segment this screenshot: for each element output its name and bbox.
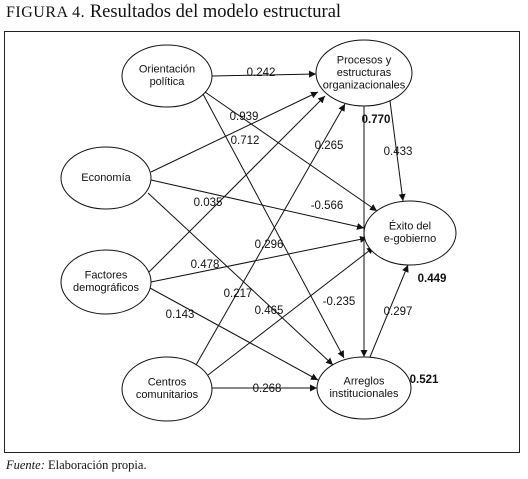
node-economia-ellipse <box>60 146 152 210</box>
coef-orientacion-to-exito: 0.265 <box>315 140 344 152</box>
coef-orientacion-to-procesos: 0.242 <box>247 67 276 79</box>
node-factores-label: Factores <box>85 270 128 282</box>
node-economia: Economía <box>60 146 152 210</box>
node-economia-label: Economía <box>81 172 131 184</box>
node-exito-label: e-gobierno <box>384 233 437 245</box>
arrow-factores-to-exito <box>150 235 368 283</box>
figure-number: FIGURA 4. <box>6 4 86 21</box>
node-factores-label: demográficos <box>73 282 140 294</box>
arrow-factores-to-arreglos <box>149 287 319 381</box>
coef-procesos-to-arreglos: -0.235 <box>323 296 356 308</box>
r2-arreglos: 0.521 <box>410 374 439 386</box>
coef-procesos-to-exito: 0.433 <box>384 146 413 158</box>
arrow-orientacion-to-arreglos <box>202 93 345 359</box>
coef-economia-to-arreglos: 0.296 <box>255 239 284 251</box>
coef-economia-to-procesos: 0.939 <box>230 111 259 123</box>
coef-factores-to-procesos: 0.035 <box>194 197 223 209</box>
path-coefficients: 0.242 0.265 0.712 0.939 -0.566 0.296 0.035 0.47… <box>166 67 413 395</box>
node-exito-label: Éxito del <box>389 220 431 233</box>
arrow-economia-to-exito <box>150 179 365 230</box>
node-exito-ellipse <box>363 200 457 266</box>
source-label: Fuente: <box>6 458 45 472</box>
coef-centros-to-exito: 0.465 <box>255 305 284 317</box>
node-orientacion-ellipse <box>121 44 213 108</box>
arrow-procesos-to-exito <box>389 100 406 202</box>
arrow-centros-to-procesos <box>195 103 346 366</box>
node-factores-ellipse <box>60 249 152 315</box>
source-note: Fuente: Elaboración propia. <box>6 458 147 473</box>
node-procesos-ellipse <box>315 39 413 107</box>
diagram-frame <box>4 31 520 453</box>
node-arreglos-label: Arreglos <box>344 376 385 388</box>
coef-economia-to-exito: -0.566 <box>311 200 344 212</box>
coef-arreglos-to-exito: 0.297 <box>384 306 413 318</box>
arrow-economia-to-arreglos <box>147 192 334 366</box>
coef-factores-to-exito: 0.478 <box>191 259 220 271</box>
arrow-economia-to-procesos <box>150 91 319 173</box>
coef-factores-to-arreglos: 0.143 <box>166 309 195 321</box>
r2-exito: 0.449 <box>418 273 447 285</box>
node-procesos-label: estructuras <box>337 67 392 79</box>
node-arreglos-ellipse <box>316 356 412 420</box>
figure-title: FIGURA 4. Resultados del modelo estructu… <box>6 2 341 23</box>
node-centros-label: comunitarios <box>136 389 199 401</box>
arrow-arreglos-to-exito <box>369 264 409 358</box>
arrow-orientacion-to-exito <box>204 91 378 212</box>
node-arreglos-label: institucionales <box>329 388 399 400</box>
node-centros-label: Centros <box>148 377 187 389</box>
arrow-orientacion-to-procesos <box>211 70 317 78</box>
node-orientacion-label: Orientación <box>139 64 195 76</box>
coef-orientacion-to-arreglos: 0.712 <box>231 135 260 147</box>
figure-title-text: Resultados del modelo estructural <box>89 2 342 22</box>
arrow-factores-to-procesos <box>148 95 326 273</box>
node-procesos-label: Procesos y <box>337 54 392 66</box>
path-diagram: OrientaciónpolíticaEconomíaFactoresdemog… <box>60 39 457 422</box>
r-squared-values: 0.770 0.449 0.521 <box>362 114 447 386</box>
arrow-centros-to-exito <box>207 246 375 376</box>
source-text: Elaboración propia. <box>48 458 147 472</box>
r2-procesos: 0.770 <box>362 114 391 126</box>
coef-centros-to-procesos: 0.217 <box>224 288 253 300</box>
node-procesos-label: organizacionales <box>323 79 406 91</box>
coef-centros-to-arreglos: 0.268 <box>253 383 282 395</box>
node-orientacion-label: política <box>150 76 186 88</box>
diagram-nodes: OrientaciónpolíticaEconomíaFactoresdemog… <box>60 39 457 422</box>
node-centros-ellipse <box>121 356 213 422</box>
